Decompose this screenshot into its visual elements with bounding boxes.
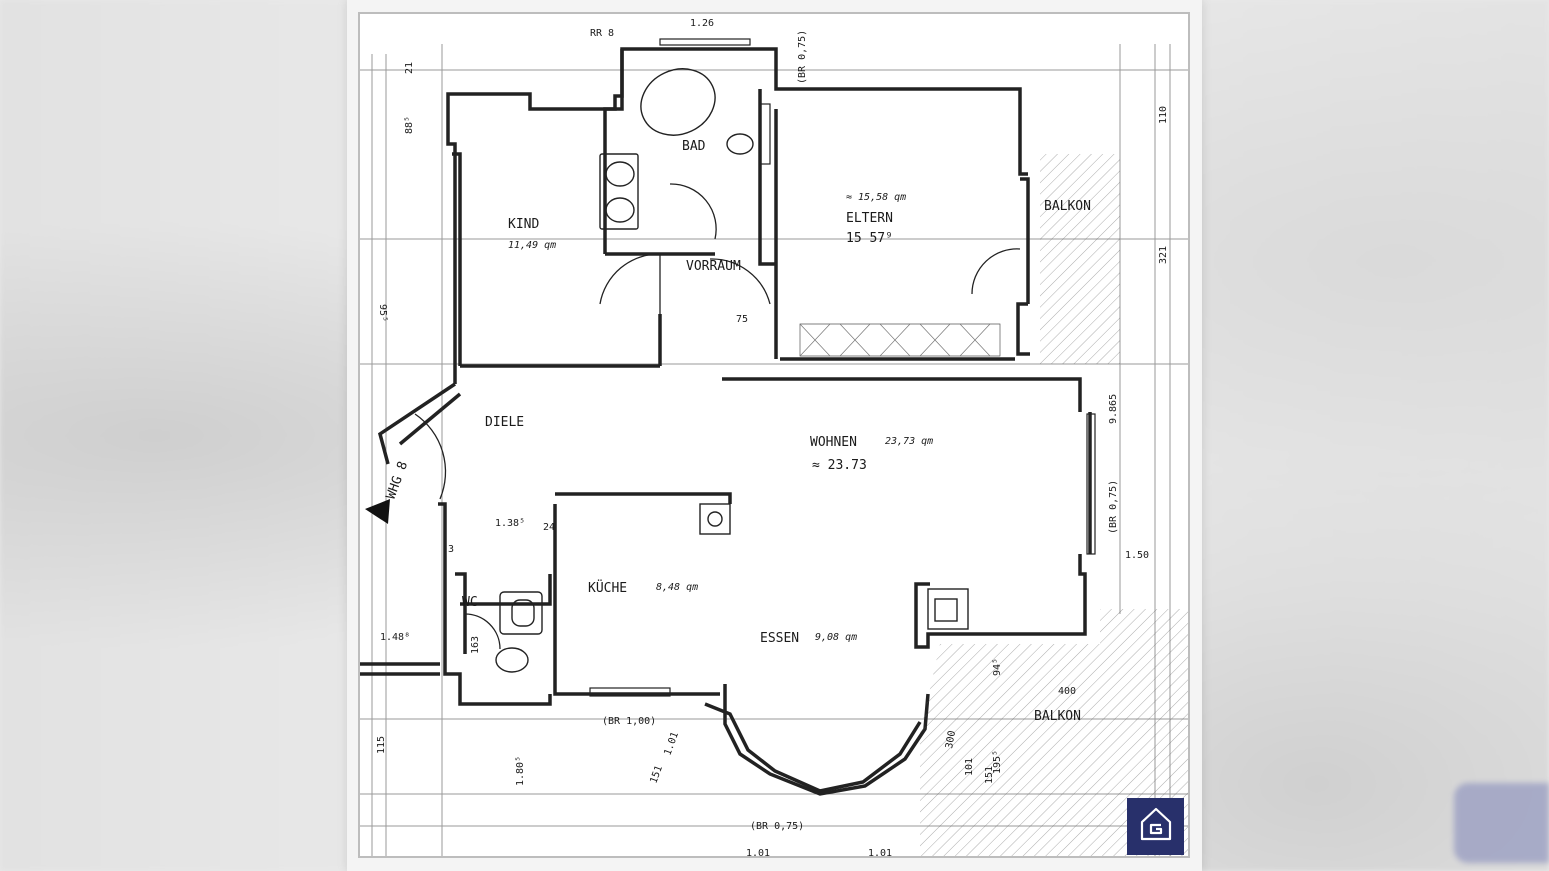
dim-1385: 1.38⁵ <box>495 518 525 529</box>
room-eltern-area: ≈ 15,58 qm <box>846 192 906 203</box>
dim-1955: 195⁵ <box>992 750 1003 774</box>
home-icon <box>1139 806 1173 847</box>
dim-151a: 151 <box>648 764 665 785</box>
dim-br075-top: (BR 0,75) <box>797 30 808 84</box>
dim-24: 24 <box>543 522 555 533</box>
dim-163: 163 <box>470 636 481 654</box>
dim-rr: RR 8 <box>590 28 614 39</box>
door-swings <box>414 183 1021 650</box>
dim-9865: 9.865 <box>1108 394 1119 424</box>
room-kueche: KÜCHE <box>588 579 627 596</box>
dim-151b: 151 <box>984 766 995 784</box>
windows <box>589 38 1096 697</box>
dim-21: 21 <box>404 62 415 74</box>
dim-150: 1.50 <box>1125 550 1149 561</box>
dim-101c: 101 <box>964 758 975 776</box>
fixtures <box>495 68 969 673</box>
dim-3: 3 <box>448 544 454 555</box>
balcony-hatching <box>799 154 1188 856</box>
room-eltern: ELTERN <box>846 211 893 226</box>
dim-945: 94⁵ <box>992 658 1003 676</box>
home-button[interactable] <box>1127 798 1184 855</box>
room-kind: KIND <box>508 217 539 232</box>
dim-955: 95⁵ <box>377 304 388 322</box>
floor-plan-image: KIND 11,49 qm BAD ≈ 15,58 qm ELTERN 15 5… <box>358 12 1190 858</box>
room-whg: WHG 8 <box>384 459 411 501</box>
room-labels: KIND 11,49 qm BAD ≈ 15,58 qm ELTERN 15 5… <box>384 139 1091 724</box>
dim-300: 300 <box>944 730 958 750</box>
blurred-background-tile <box>1454 783 1549 863</box>
dim-110: 110 <box>1158 106 1169 124</box>
room-vorraum: VORRAUM <box>686 259 741 274</box>
dim-400: 400 <box>1058 686 1076 697</box>
room-eltern-area2: 15 57⁹ <box>846 231 893 246</box>
dim-br075-bottom: (BR 0,75) <box>750 821 804 832</box>
room-wc: WC <box>462 595 478 610</box>
room-kind-area: 11,49 qm <box>508 240 556 251</box>
room-wohnen-area2: ≈ 23.73 <box>812 458 867 473</box>
room-kueche-area: 8,48 qm <box>656 582 698 593</box>
dim-br100: (BR 1,00) <box>602 716 656 727</box>
dim-885: 88⁵ <box>404 116 415 134</box>
dim-75: 75 <box>736 314 748 325</box>
room-essen-area: 9,08 qm <box>815 632 857 643</box>
dim-101b: 1.01 <box>746 848 770 856</box>
dimension-labels: RR 8 1.26 (BR 0,75) 88⁵ 21 110 321 75 9.… <box>376 18 1169 856</box>
dim-1488: 1.48⁸ <box>380 632 410 643</box>
dim-321: 321 <box>1158 246 1169 264</box>
dim-1805: 1.80⁵ <box>515 756 526 786</box>
dim-101a: 1.01 <box>662 731 681 757</box>
dim-126: 1.26 <box>690 18 714 29</box>
room-diele: DIELE <box>485 415 524 430</box>
entry-arrow <box>365 499 390 524</box>
room-wohnen: WOHNEN <box>810 435 857 450</box>
room-balkon-bottom: BALKON <box>1034 709 1081 724</box>
room-balkon-top: BALKON <box>1044 199 1091 214</box>
room-wohnen-area: 23,73 qm <box>885 436 933 447</box>
walls <box>360 47 1092 796</box>
dim-101d: 1.01 <box>868 848 892 856</box>
room-essen: ESSEN <box>760 631 799 646</box>
room-bad: BAD <box>682 139 706 154</box>
dim-br075-right: (BR 0,75) <box>1108 480 1119 534</box>
dim-115: 115 <box>376 736 387 754</box>
